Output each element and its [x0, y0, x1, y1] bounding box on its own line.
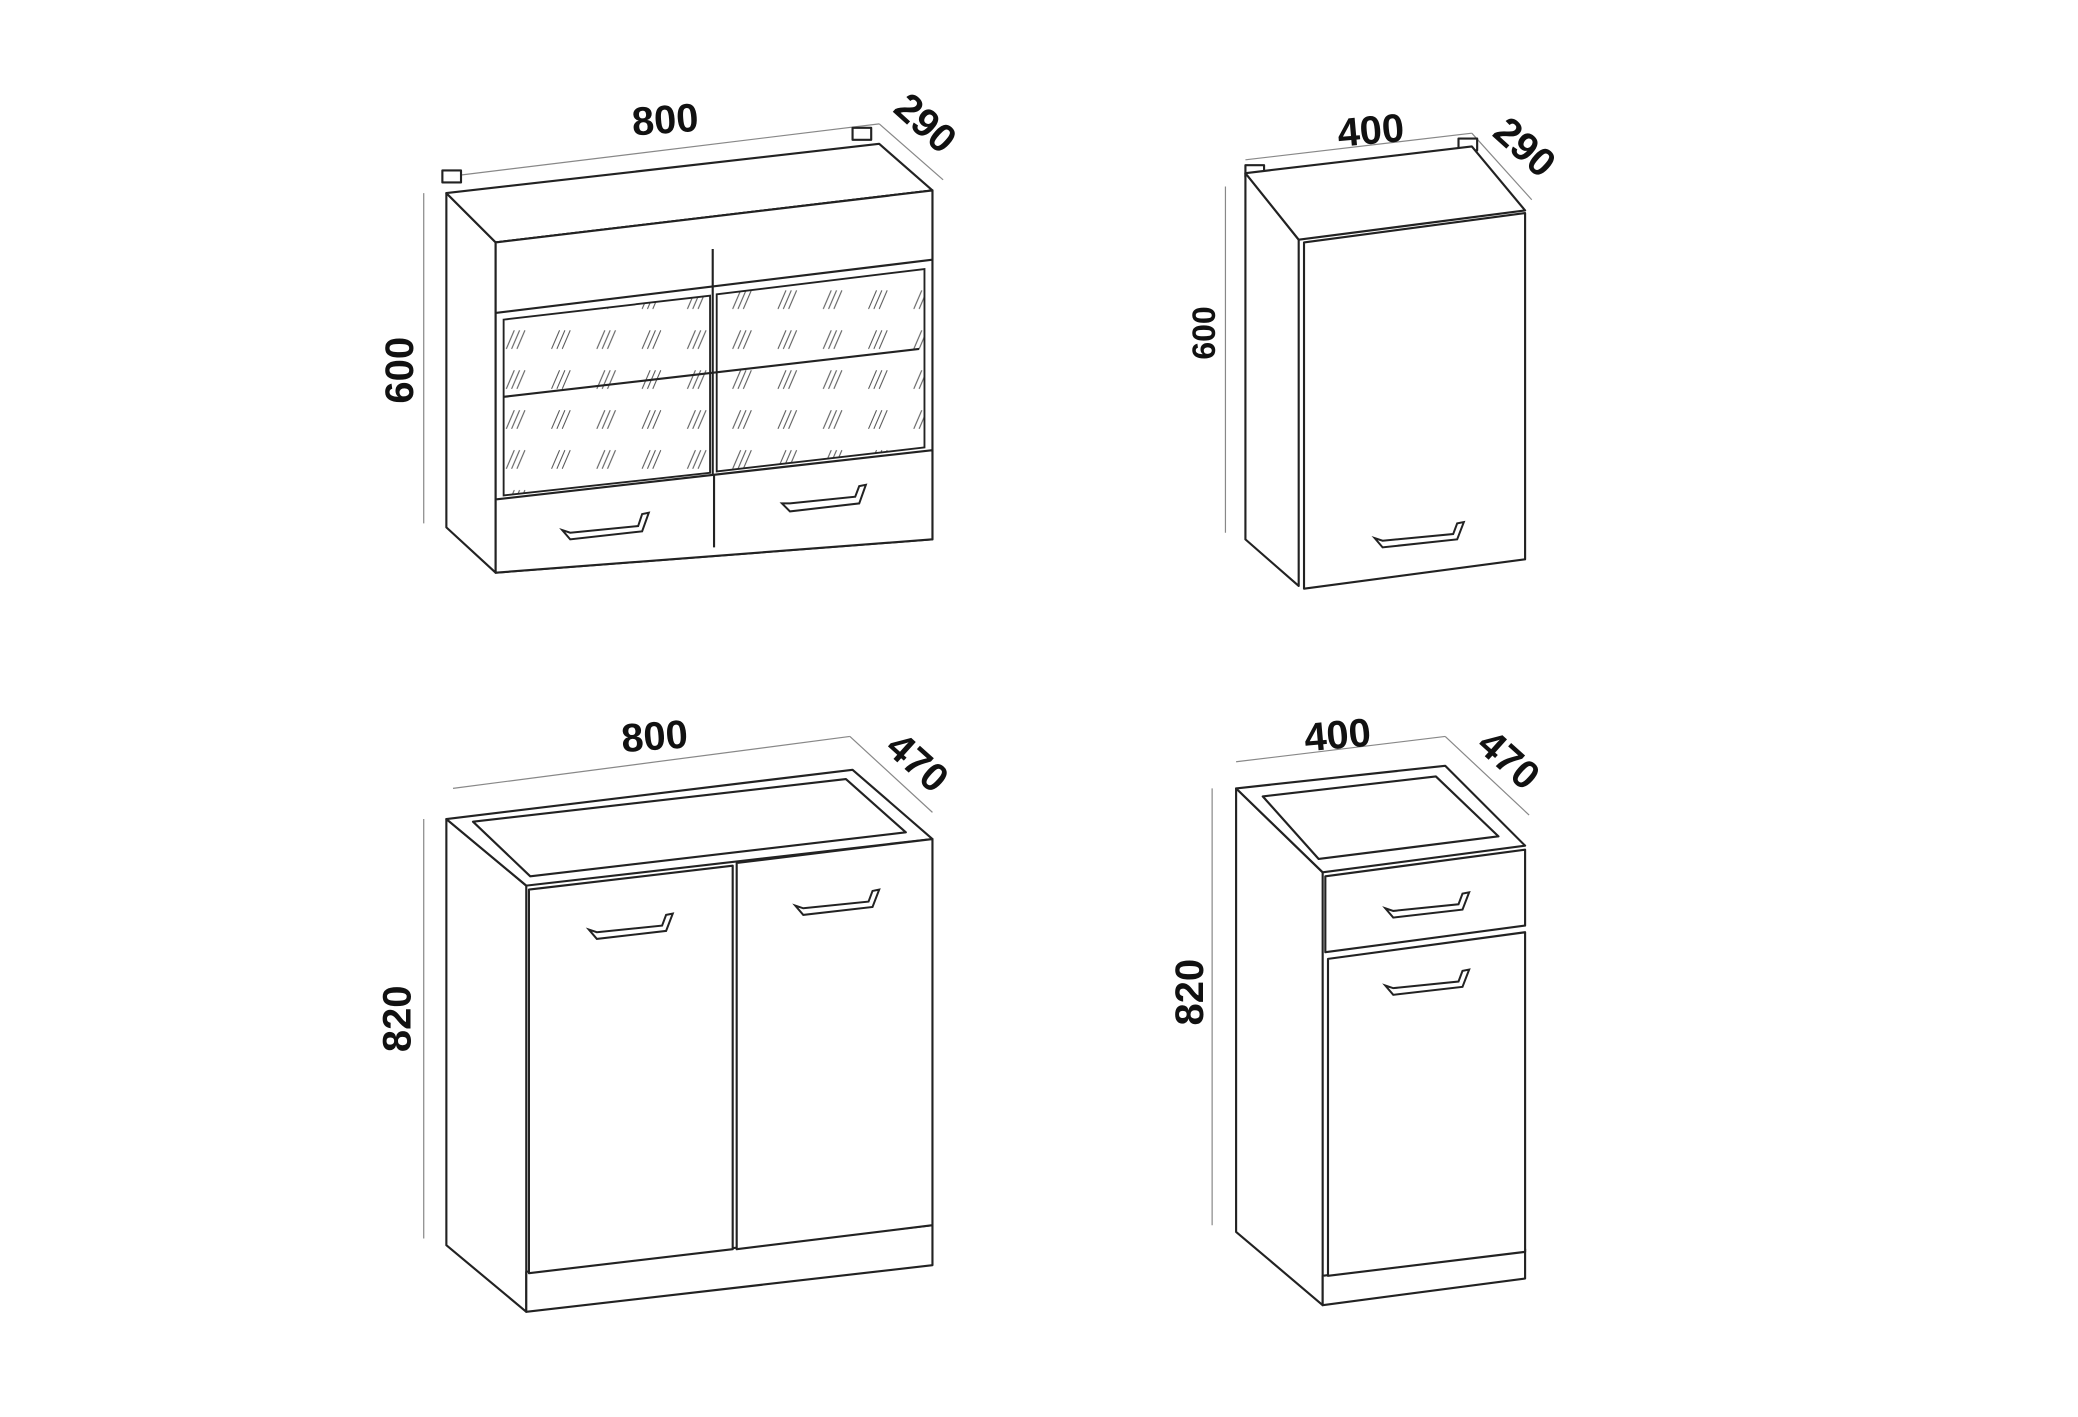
top-inner [471, 778, 907, 878]
base-cabinet-800: 800 470 820 [375, 713, 957, 1313]
top-panel [1244, 145, 1527, 241]
depth-label: 290 [886, 85, 965, 162]
hanger-icon [441, 169, 463, 184]
width-label: 400 [1336, 106, 1406, 156]
handle-icon[interactable] [1382, 968, 1471, 996]
height-label: 600 [1186, 306, 1222, 359]
width-dimension-line [1236, 735, 1446, 763]
depth-dimension-line [1471, 132, 1533, 201]
depth-dimension-line [878, 123, 944, 181]
side-panel [1235, 787, 1324, 1307]
depth-dimension-line [1444, 736, 1530, 816]
handle-icon[interactable] [779, 483, 868, 513]
door-right[interactable] [735, 837, 934, 1251]
drawer-front[interactable] [1324, 848, 1527, 954]
depth-label: 470 [878, 724, 957, 801]
height-label: 820 [375, 985, 419, 1052]
width-dimension-line [443, 123, 880, 178]
glass-door-left[interactable] [502, 294, 711, 497]
depth-dimension-line [849, 736, 933, 813]
wall-cabinet-400: 400 290 600 [1186, 106, 1564, 590]
side-panel [1244, 172, 1300, 588]
handle-icon[interactable] [1371, 520, 1466, 549]
wall-glass-cabinet-800: 800 290 600 [378, 85, 965, 574]
handle-icon[interactable] [1382, 890, 1471, 919]
top-inner [1261, 775, 1500, 861]
height-label: 600 [378, 337, 422, 404]
depth-label: 470 [1469, 721, 1548, 798]
door[interactable] [1326, 931, 1527, 1277]
width-label: 400 [1302, 711, 1372, 761]
base-drawer-cabinet-400: 400 470 820 [1168, 711, 1548, 1307]
width-dimension-line [452, 735, 850, 790]
door[interactable] [1302, 212, 1527, 590]
shelf [503, 347, 920, 398]
width-label: 800 [630, 96, 700, 145]
glass-door-right[interactable] [715, 267, 926, 473]
side-panel [445, 192, 497, 574]
width-dimension-line [1245, 132, 1472, 161]
hanger-icon [851, 126, 873, 141]
height-label: 820 [1168, 959, 1212, 1026]
width-label: 800 [620, 713, 690, 762]
handle-icon[interactable] [559, 511, 651, 541]
top-rail [494, 189, 934, 315]
door-left[interactable] [527, 864, 734, 1275]
depth-label: 290 [1485, 109, 1564, 186]
side-panel [445, 817, 528, 1313]
handle-icon[interactable] [585, 912, 675, 940]
handle-icon[interactable] [792, 888, 881, 916]
